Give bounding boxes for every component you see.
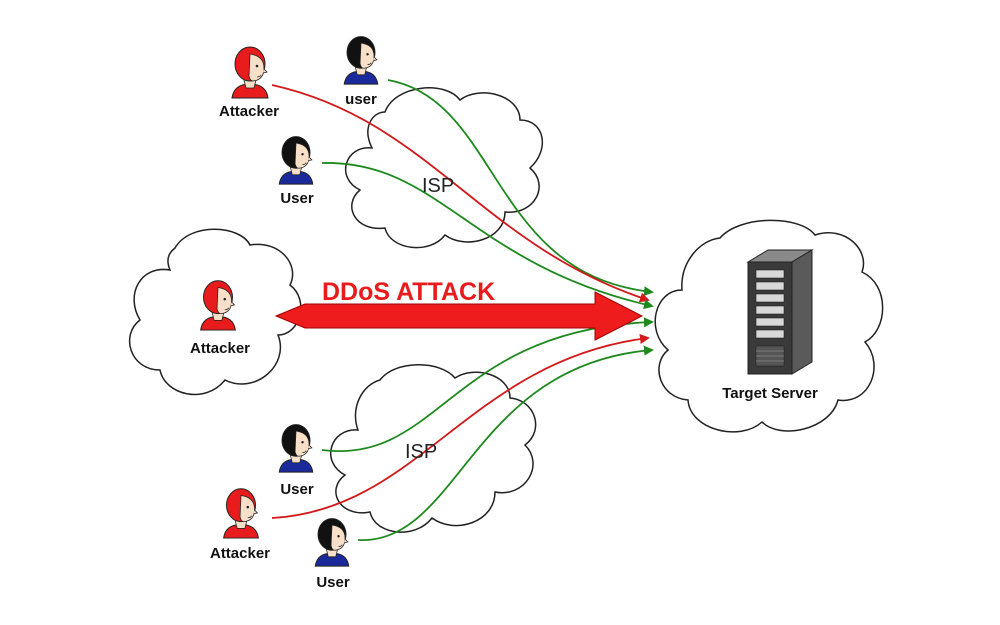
attacker-bottom: Attacker: [210, 488, 270, 562]
isp-label-top: ISP: [422, 175, 454, 197]
server-icon: [746, 249, 814, 375]
ddos-attack-title: DDoS ATTACK: [322, 278, 495, 306]
user-icon: [278, 424, 314, 473]
target-server-label: Target Server: [722, 385, 818, 402]
user-top: User: [278, 136, 314, 207]
user-top-small-label: user: [345, 91, 377, 108]
user-icon: [343, 36, 379, 85]
user-icon: [314, 518, 350, 567]
attacker-top: Attacker: [219, 46, 279, 120]
isp-label-bottom: ISP: [405, 441, 437, 463]
attacker-icon: [200, 280, 236, 331]
user-bottom2: User: [314, 518, 350, 591]
ddos-attack-arrow: [274, 291, 644, 341]
user-icon: [278, 136, 314, 185]
attacker-center: Attacker: [190, 280, 250, 357]
attacker-bottom-label: Attacker: [210, 545, 270, 562]
attacker-icon: [223, 488, 259, 539]
flow-lines: [271, 79, 654, 541]
user-bottom-label: User: [280, 481, 314, 498]
user-top-label: User: [280, 190, 314, 207]
user-top-small: user: [343, 36, 379, 108]
attacker-top-label: Attacker: [219, 103, 279, 120]
attacker-center-label: Attacker: [190, 340, 250, 357]
target-server: Target Server: [722, 249, 818, 402]
attacker-icon: [231, 46, 269, 99]
isp-cloud-top: [344, 87, 544, 249]
user-bottom2-label: User: [316, 574, 350, 591]
user-bottom: User: [278, 424, 314, 498]
